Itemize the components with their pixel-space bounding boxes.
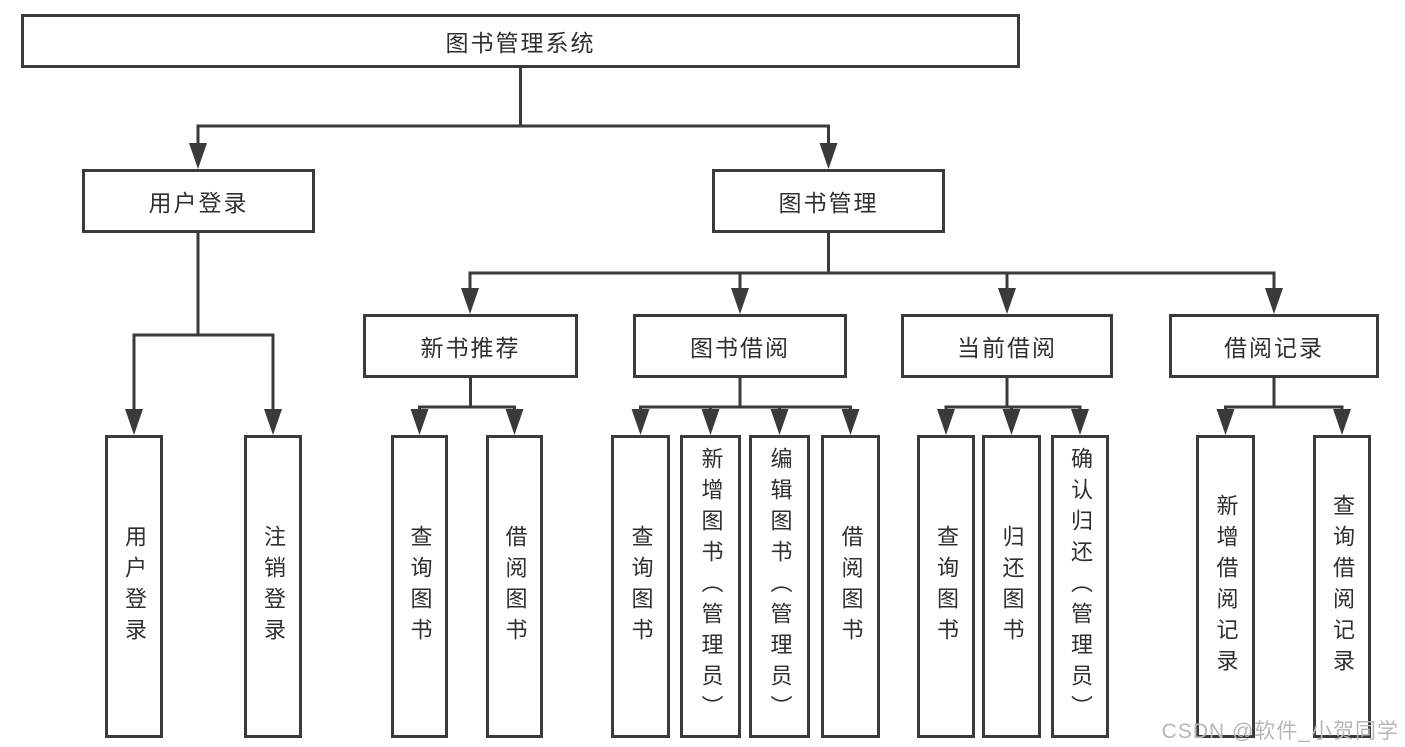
leaf-query-books-current: 查询图书 bbox=[917, 435, 975, 738]
leaf-label: 查询图书 bbox=[407, 524, 433, 649]
leaf-label: 注销登录 bbox=[261, 524, 286, 649]
leaf-label: 编辑图书（管理员） bbox=[767, 447, 793, 726]
leaf-label: 新增借阅记录 bbox=[1213, 493, 1239, 680]
leaf-query-borrow-record: 查询借阅记录 bbox=[1313, 435, 1371, 738]
leaf-return-book: 归还图书 bbox=[982, 435, 1041, 738]
leaf-user-login: 用户登录 bbox=[105, 435, 163, 738]
leaf-label: 借阅图书 bbox=[838, 524, 864, 649]
csdn-watermark: CSDN @软件_小贺同学 bbox=[1161, 720, 1399, 743]
node-borrow-records: 借阅记录 bbox=[1169, 314, 1379, 378]
leaf-label: 借阅图书 bbox=[502, 524, 528, 649]
node-user-login: 用户登录 bbox=[82, 169, 315, 233]
node-root: 图书管理系统 bbox=[21, 14, 1020, 68]
leaf-label: 查询图书 bbox=[628, 524, 654, 649]
leaf-add-borrow-record: 新增借阅记录 bbox=[1196, 435, 1255, 738]
node-book-management: 图书管理 bbox=[712, 169, 945, 233]
leaf-label: 用户登录 bbox=[122, 524, 147, 649]
leaf-label: 确认归还（管理员） bbox=[1068, 447, 1093, 726]
leaf-query-books-recommend: 查询图书 bbox=[391, 435, 448, 738]
leaf-label: 新增图书（管理员） bbox=[698, 447, 724, 726]
leaf-edit-book-admin: 编辑图书（管理员） bbox=[749, 435, 810, 738]
leaf-query-books-borrow: 查询图书 bbox=[611, 435, 670, 738]
leaf-label: 查询图书 bbox=[934, 524, 959, 649]
leaf-borrow-books-recommend: 借阅图书 bbox=[486, 435, 543, 738]
leaf-confirm-return-admin: 确认归还（管理员） bbox=[1051, 435, 1109, 738]
node-new-book-recommend: 新书推荐 bbox=[363, 314, 578, 378]
leaf-label: 查询借阅记录 bbox=[1330, 493, 1355, 680]
leaf-borrow-books-borrow: 借阅图书 bbox=[821, 435, 880, 738]
leaf-logout: 注销登录 bbox=[244, 435, 302, 738]
leaf-label: 归还图书 bbox=[999, 524, 1025, 649]
node-book-borrow: 图书借阅 bbox=[633, 314, 847, 378]
node-current-borrow: 当前借阅 bbox=[901, 314, 1113, 378]
leaf-add-book-admin: 新增图书（管理员） bbox=[680, 435, 741, 738]
